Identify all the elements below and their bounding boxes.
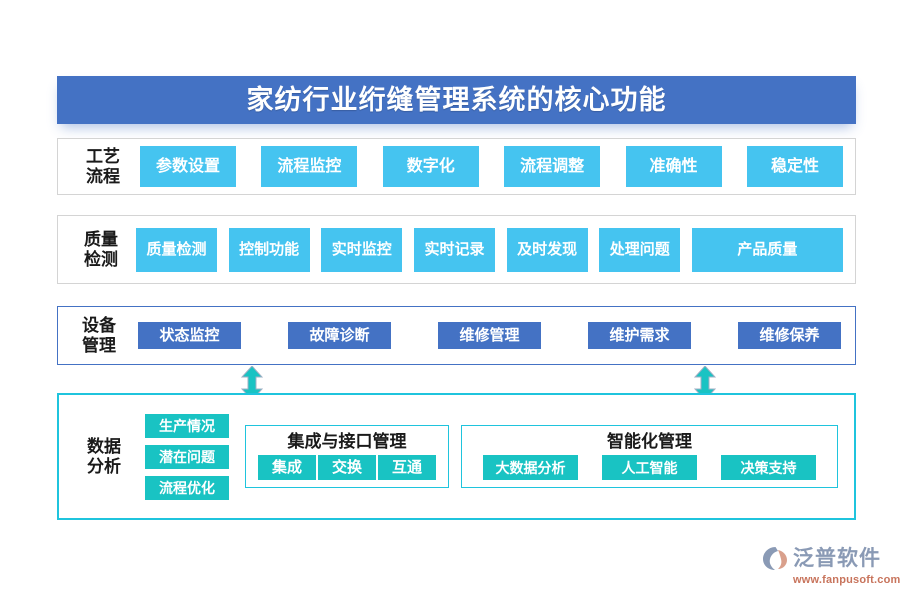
brand-name: 泛普软件 [793, 547, 881, 570]
chip-accuracy[interactable]: 准确性 [625, 146, 722, 187]
chip-parameter-setting[interactable]: 参数设置 [140, 146, 236, 187]
chip-control-function[interactable]: 控制功能 [228, 227, 310, 272]
page-title: 家纺行业绗缝管理系统的核心功能 [246, 84, 667, 115]
chip-artificial-intelligence[interactable]: 人工智能 [602, 455, 697, 480]
panel-title-integration-interface: 集成与接口管理 [287, 432, 407, 451]
row-quality-inspection: 质量 检测 质量检测 控制功能 实时监控 实时记录 及时发现 处理问题 产品质量 [57, 215, 856, 284]
chip-group-integration-interface: 集成 交换 互通 [258, 455, 436, 480]
chip-issue-handling[interactable]: 处理问题 [599, 227, 681, 272]
chip-quality-detection[interactable]: 质量检测 [136, 227, 217, 272]
chip-production-status[interactable]: 生产情况 [145, 413, 229, 438]
chip-group-quality-inspection: 质量检测 控制功能 实时监控 实时记录 及时发现 处理问题 产品质量 [130, 227, 855, 272]
chip-group-intelligent-management: 大数据分析 人工智能 决策支持 [483, 455, 816, 480]
panel-intelligent-management: 智能化管理 大数据分析 人工智能 决策支持 [461, 425, 838, 488]
panel-integration-interface: 集成与接口管理 集成 交换 互通 [245, 425, 449, 488]
chip-group-data-analysis: 生产情况 潜在问题 流程优化 [145, 395, 229, 518]
chip-product-quality[interactable]: 产品质量 [691, 227, 843, 272]
chip-decision-support[interactable]: 决策支持 [721, 455, 816, 480]
chip-process-monitoring[interactable]: 流程监控 [261, 146, 358, 187]
row-data-analysis: 数据 分析 生产情况 潜在问题 流程优化 集成与接口管理 集成 交换 互通 智能… [57, 393, 856, 520]
chip-big-data-analysis[interactable]: 大数据分析 [483, 455, 578, 480]
fanpu-logo-icon [763, 547, 787, 570]
chip-stability[interactable]: 稳定性 [746, 146, 843, 187]
row-label-equipment-management: 设备 管理 [82, 316, 116, 355]
chip-realtime-monitoring[interactable]: 实时监控 [321, 227, 403, 272]
chip-digitalization[interactable]: 数字化 [382, 146, 479, 187]
chip-maintenance-demand[interactable]: 维护需求 [588, 322, 691, 349]
brand-website: www.fanpusoft.com [793, 574, 900, 586]
chip-maintenance-upkeep[interactable]: 维修保养 [738, 322, 841, 349]
row-label-quality-inspection: 质量 检测 [84, 230, 118, 269]
chip-exchange[interactable]: 交换 [318, 455, 376, 480]
row-equipment-management: 设备 管理 状态监控 故障诊断 维修管理 维护需求 维修保养 [57, 306, 856, 365]
row-label-data-analysis: 数据 分析 [87, 437, 121, 476]
chip-potential-issue[interactable]: 潜在问题 [145, 444, 229, 469]
chip-process-adjustment[interactable]: 流程调整 [504, 146, 601, 187]
chip-timely-discovery[interactable]: 及时发现 [506, 227, 588, 272]
chip-repair-management[interactable]: 维修管理 [438, 322, 541, 349]
chip-integration[interactable]: 集成 [258, 455, 316, 480]
page-title-bar: 家纺行业绗缝管理系统的核心功能 [57, 76, 856, 124]
chip-interoperability[interactable]: 互通 [378, 455, 436, 480]
brand-logo: 泛普软件 www.fanpusoft.com [762, 546, 900, 590]
chip-realtime-record[interactable]: 实时记录 [413, 227, 495, 272]
row-process-flow: 工艺 流程 参数设置 流程监控 数字化 流程调整 准确性 稳定性 [57, 138, 856, 195]
chip-fault-diagnosis[interactable]: 故障诊断 [288, 322, 391, 349]
row-label-process-flow: 工艺 流程 [86, 147, 120, 186]
double-arrow-icon [241, 366, 263, 400]
chip-group-process-flow: 参数设置 流程监控 数字化 流程调整 准确性 稳定性 [134, 146, 855, 187]
panel-title-intelligent-management: 智能化管理 [607, 432, 692, 451]
chip-status-monitoring[interactable]: 状态监控 [138, 322, 241, 349]
chip-group-equipment-management: 状态监控 故障诊断 维修管理 维护需求 维修保养 [128, 322, 855, 349]
chip-process-optimization[interactable]: 流程优化 [145, 475, 229, 500]
brand-logo-row: 泛普软件 [762, 546, 881, 571]
double-arrow-icon [694, 366, 716, 400]
